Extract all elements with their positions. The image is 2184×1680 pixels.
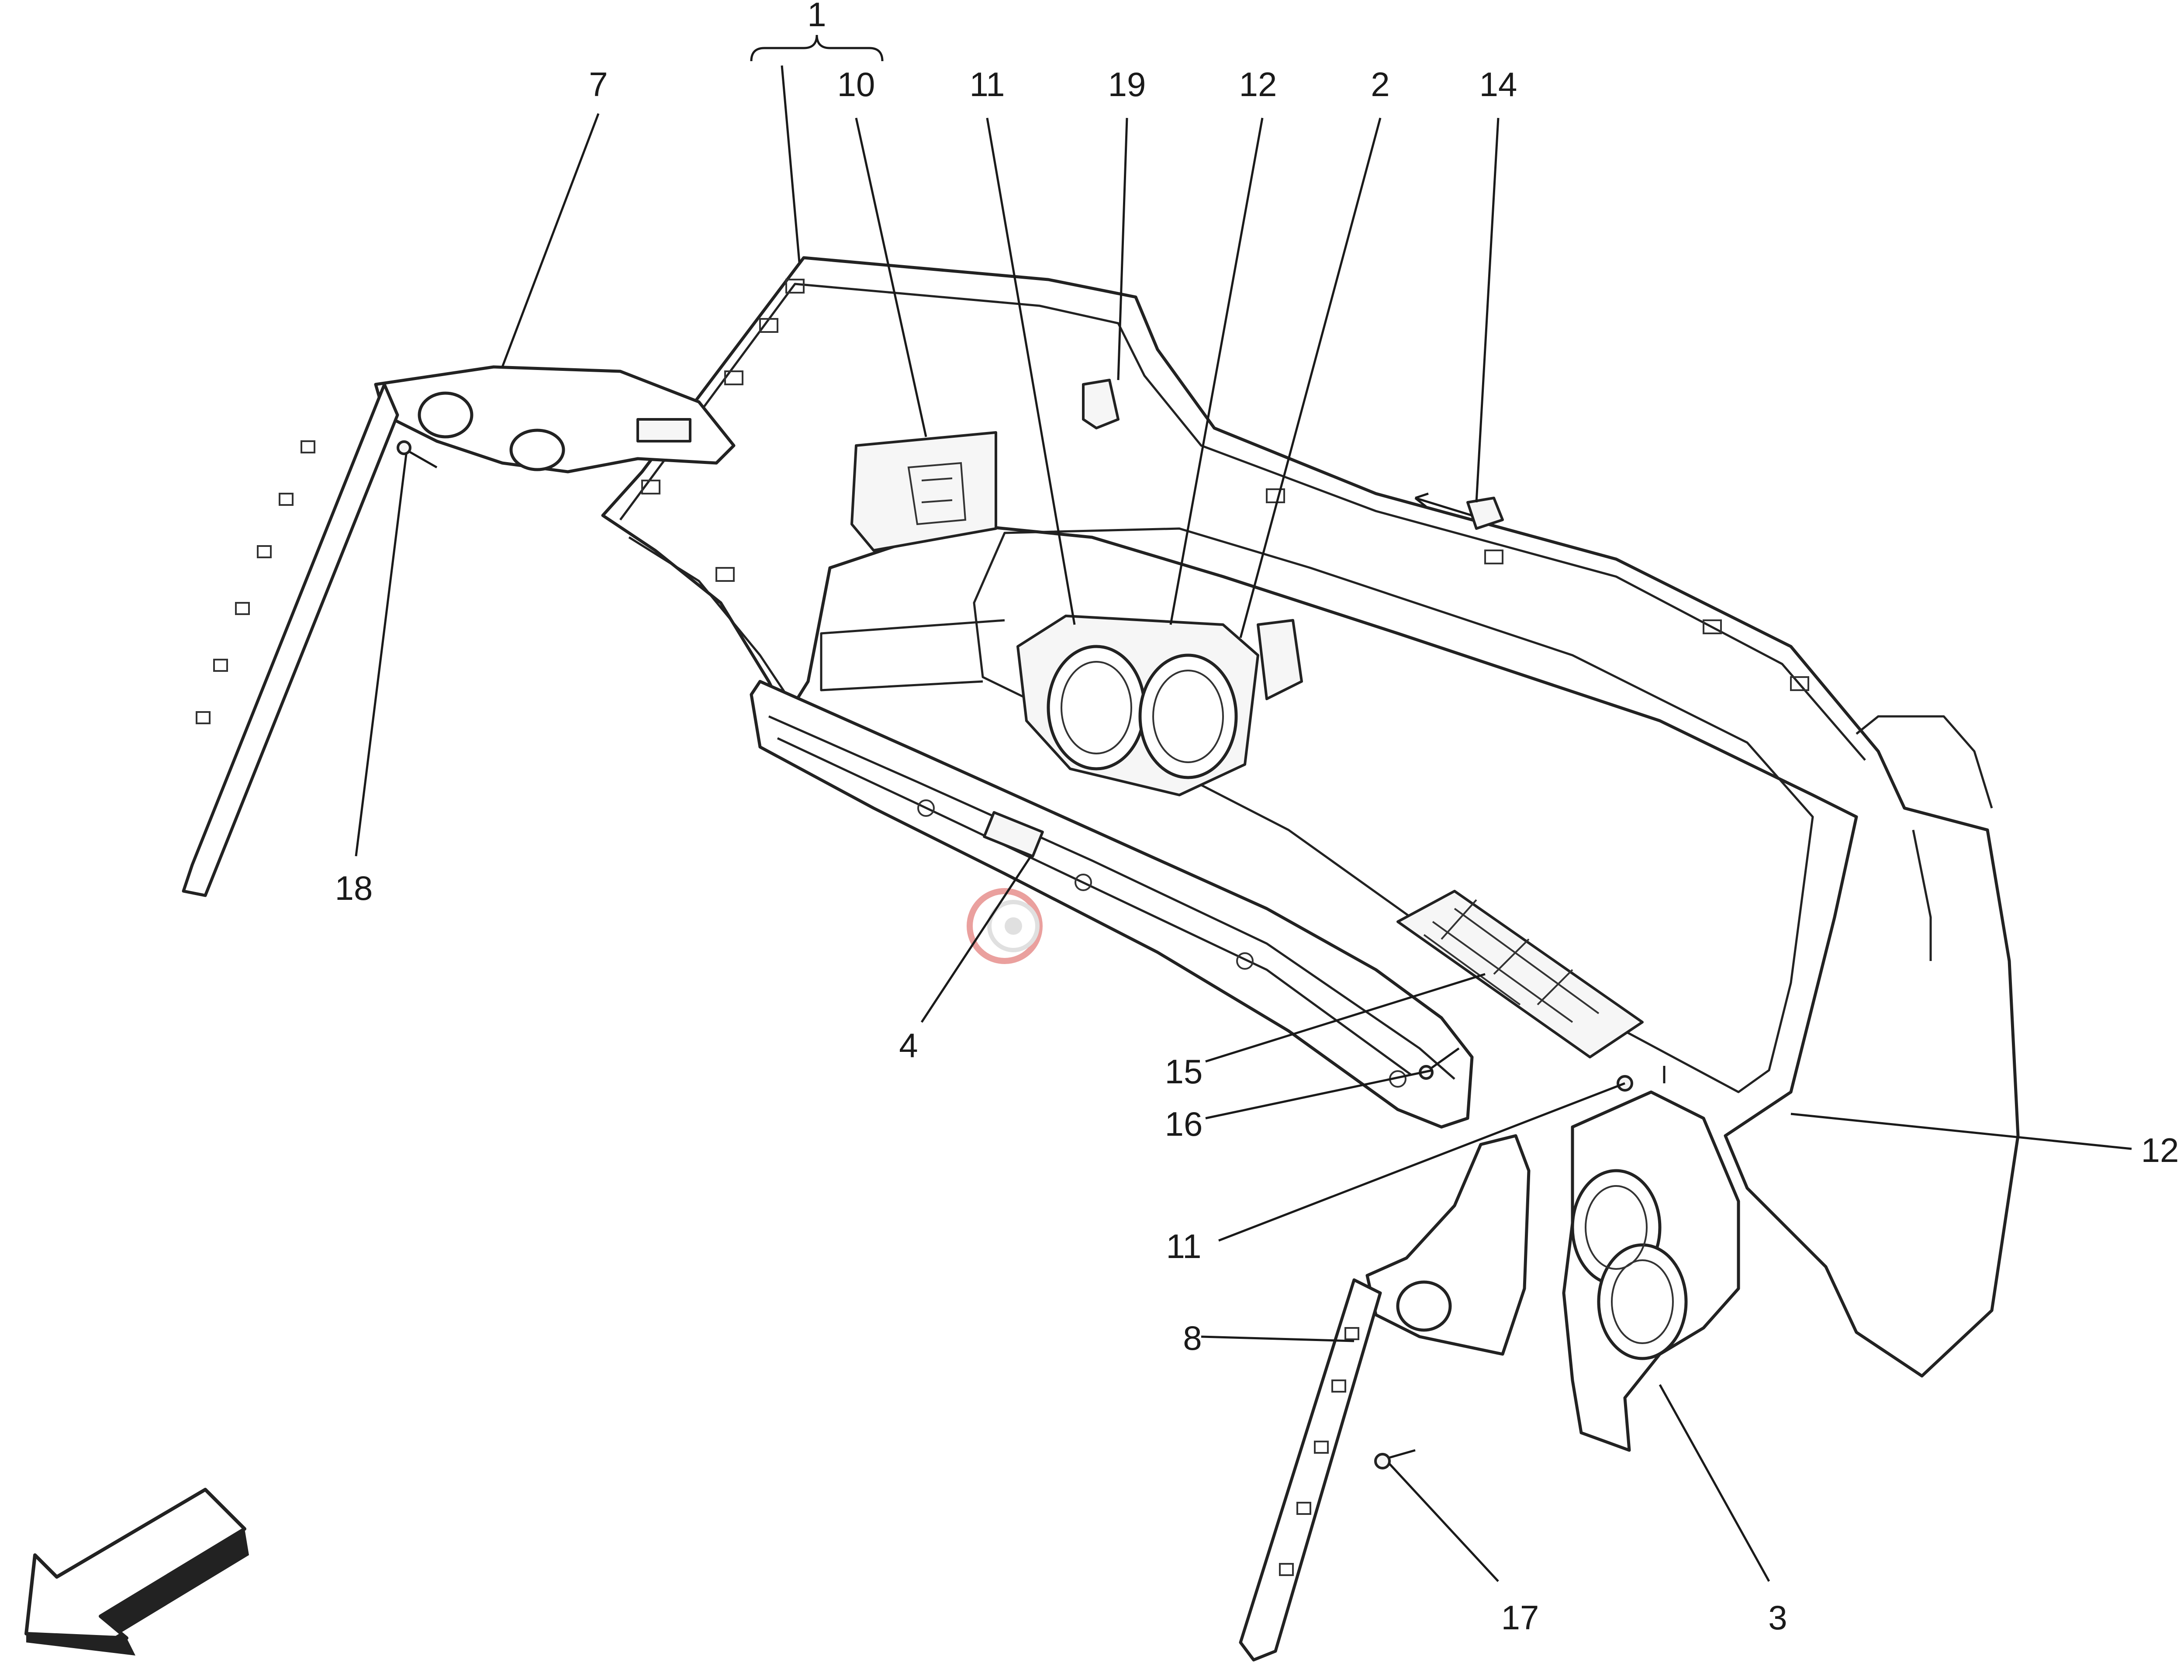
callout-11-lower: 11 bbox=[1166, 1227, 1202, 1265]
callout-12-top: 12 bbox=[1239, 65, 1277, 104]
callout-19: 19 bbox=[1108, 65, 1146, 104]
callout-16: 16 bbox=[1165, 1105, 1203, 1143]
callout-11-top: 11 bbox=[970, 65, 1005, 104]
part-8-right-bracket bbox=[1239, 1134, 1531, 1662]
callout-17: 17 bbox=[1501, 1598, 1539, 1637]
callout-15: 15 bbox=[1165, 1052, 1203, 1091]
leader-lines bbox=[355, 35, 2132, 1582]
part-18-pin bbox=[397, 440, 438, 469]
callout-1: 1 bbox=[807, 0, 826, 34]
part-3-exhaust-bezel bbox=[1562, 1090, 1740, 1452]
part-15-mesh bbox=[1396, 890, 1644, 1058]
part-7-left-bracket bbox=[182, 365, 736, 897]
callout-2: 2 bbox=[1371, 65, 1389, 104]
callout-3: 3 bbox=[1768, 1598, 1787, 1637]
watermark bbox=[967, 888, 1043, 964]
callout-7: 7 bbox=[589, 65, 608, 104]
part-17-screw bbox=[1374, 1449, 1416, 1469]
direction-arrow-icon bbox=[24, 1488, 249, 1656]
callout-18: 18 bbox=[335, 869, 373, 907]
callout-labels: 1 10 7 11 19 12 2 14 18 4 15 16 12 11 8 … bbox=[335, 0, 2179, 1637]
callout-12-right: 12 bbox=[2141, 1131, 2179, 1169]
part-11-lower-fastener bbox=[1617, 1066, 1666, 1092]
callout-14: 14 bbox=[1479, 65, 1517, 104]
callout-bracket-1 bbox=[750, 35, 884, 62]
part-2-exhaust-bezel bbox=[1016, 615, 1303, 796]
callout-8: 8 bbox=[1183, 1319, 1202, 1357]
callout-4: 4 bbox=[899, 1026, 918, 1065]
part-14-clip bbox=[1414, 492, 1504, 530]
part-19-tag bbox=[1082, 379, 1120, 429]
part-10-bracket bbox=[850, 431, 997, 552]
callout-10: 10 bbox=[837, 65, 875, 104]
bumper-shell bbox=[601, 256, 2020, 1378]
part-4-diffuser-beam bbox=[750, 680, 1474, 1129]
